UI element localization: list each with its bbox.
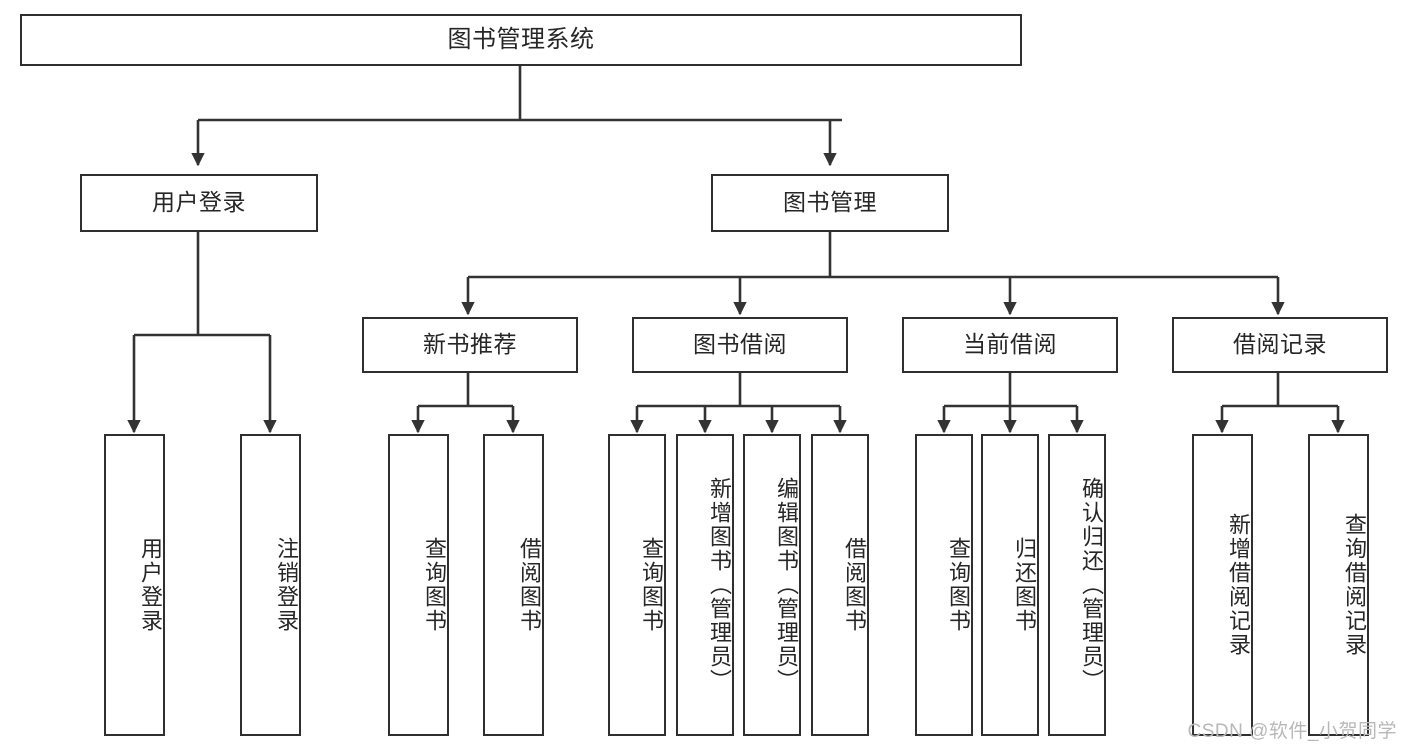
leaf-current-query-book[interactable]: 查询图书 bbox=[915, 434, 973, 736]
leaf-current-confirm-return-admin[interactable]: 确认归还（管理员） bbox=[1048, 434, 1106, 736]
leaf-current-return-book[interactable]: 归还图书 bbox=[981, 434, 1039, 736]
csdn-watermark: CSDN @软件_小贺同学 bbox=[1187, 721, 1397, 742]
node-label: 编辑图书（管理员） bbox=[774, 477, 799, 693]
leaf-borrow-query-book[interactable]: 查询图书 bbox=[608, 434, 666, 736]
node-root-system[interactable]: 图书管理系统 bbox=[20, 14, 1022, 66]
node-label: 新增图书（管理员） bbox=[707, 477, 732, 693]
node-label: 查询借阅记录 bbox=[1342, 513, 1367, 657]
leaf-recommend-query-book[interactable]: 查询图书 bbox=[388, 434, 449, 736]
node-label: 图书借阅 bbox=[693, 331, 787, 358]
leaf-borrow-add-book-admin[interactable]: 新增图书（管理员） bbox=[676, 434, 734, 736]
leaf-record-query-record[interactable]: 查询借阅记录 bbox=[1308, 434, 1369, 736]
leaf-record-add-record[interactable]: 新增借阅记录 bbox=[1192, 434, 1253, 736]
node-current-borrow[interactable]: 当前借阅 bbox=[902, 317, 1118, 373]
node-label: 图书管理 bbox=[783, 189, 877, 216]
node-label: 查询图书 bbox=[639, 537, 664, 633]
node-new-book-recommend[interactable]: 新书推荐 bbox=[362, 317, 578, 373]
node-borrow-record[interactable]: 借阅记录 bbox=[1172, 317, 1388, 373]
node-label: 归还图书 bbox=[1012, 537, 1037, 633]
node-book-borrow[interactable]: 图书借阅 bbox=[632, 317, 848, 373]
node-label: 注销登录 bbox=[274, 537, 299, 633]
node-label: 新书推荐 bbox=[423, 331, 517, 358]
node-label: 查询图书 bbox=[946, 537, 971, 633]
node-label: 图书管理系统 bbox=[447, 25, 595, 53]
node-book-management[interactable]: 图书管理 bbox=[711, 174, 949, 232]
leaf-user-logout[interactable]: 注销登录 bbox=[240, 434, 301, 736]
leaf-recommend-borrow-book[interactable]: 借阅图书 bbox=[483, 434, 544, 736]
node-label: 确认归还（管理员） bbox=[1079, 477, 1104, 693]
node-label: 新增借阅记录 bbox=[1226, 513, 1251, 657]
leaf-borrow-edit-book-admin[interactable]: 编辑图书（管理员） bbox=[743, 434, 801, 736]
node-label: 借阅图书 bbox=[842, 537, 867, 633]
node-label: 用户登录 bbox=[152, 189, 246, 216]
node-label: 用户登录 bbox=[138, 537, 163, 633]
node-label: 查询图书 bbox=[422, 537, 447, 633]
node-label: 当前借阅 bbox=[963, 331, 1057, 358]
leaf-borrow-borrow-book[interactable]: 借阅图书 bbox=[811, 434, 869, 736]
leaf-user-login[interactable]: 用户登录 bbox=[104, 434, 165, 736]
node-user-login[interactable]: 用户登录 bbox=[80, 174, 318, 232]
node-label: 借阅记录 bbox=[1233, 331, 1327, 358]
node-label: 借阅图书 bbox=[517, 537, 542, 633]
